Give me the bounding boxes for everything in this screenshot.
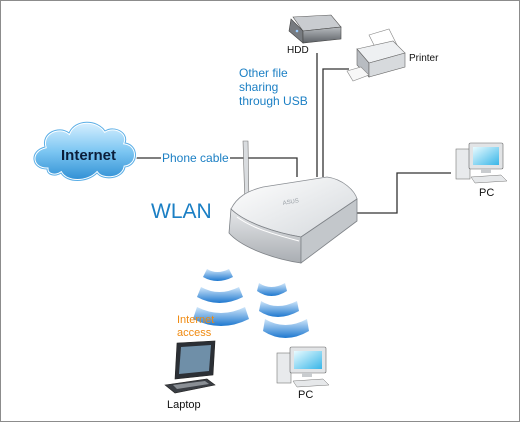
pc-bottom-label: PC (298, 389, 314, 401)
printer-output-tray (346, 66, 370, 82)
hdd-side (302, 26, 342, 44)
pc-bottom-screen (294, 351, 322, 369)
wlan-label: WLAN (151, 200, 212, 223)
router-edge-highlight (236, 216, 300, 242)
wifi-arc-left-3 (193, 307, 249, 326)
laptop-device (164, 340, 216, 394)
wifi-arc-right-1 (257, 283, 287, 296)
pc-bottom-stand (302, 373, 312, 377)
internet-access-line-2: access (177, 326, 212, 339)
laptop-label: Laptop (167, 399, 201, 411)
usb-sharing-line-2: sharing (239, 79, 279, 94)
wifi-arc-left-1 (203, 269, 233, 281)
hdd-label: HDD (287, 45, 309, 56)
phone-cable-label: Phone cable (161, 151, 230, 166)
usb-sharing-label: Other file sharing through USB (239, 66, 308, 108)
printer-cable-line (322, 68, 349, 177)
wifi-arc-left-2 (197, 287, 243, 303)
hdd-led (295, 29, 299, 33)
pc-bottom-tower (276, 352, 292, 384)
wifi-waves-left (193, 269, 249, 326)
pc-right-stand (481, 169, 491, 173)
cloud-outline (33, 121, 136, 181)
internet-access-line-1: Internet (177, 314, 215, 326)
wifi-waves-right (257, 283, 309, 338)
printer-body-side (368, 52, 406, 78)
laptop-keyboard (173, 381, 209, 389)
wireless-router: ASUS (228, 140, 358, 264)
pc-right-screen (473, 147, 499, 165)
internet-label: Internet (61, 147, 117, 164)
internet-access-label: Internet access (177, 314, 214, 339)
pc-right-device (455, 142, 508, 184)
printer-label: Printer (409, 53, 439, 64)
usb-sharing-line-3: through USB (239, 93, 308, 108)
pc-right-tower (455, 148, 471, 180)
wifi-arc-right-3 (263, 319, 309, 338)
usb-sharing-line-1: Other file (239, 66, 288, 80)
printer-device (346, 28, 406, 82)
laptop-screen (179, 345, 211, 374)
pc-right-keyboard (470, 174, 508, 184)
router-side (300, 198, 358, 264)
pc-bottom-device (276, 346, 330, 388)
router-brand-logo: ASUS (282, 198, 299, 207)
internet-cloud (32, 120, 137, 182)
pc-right-label: PC (479, 187, 495, 199)
wifi-arc-right-2 (259, 301, 299, 317)
pc-right-cable-line (341, 172, 451, 214)
pc-bottom-keyboard (292, 378, 330, 388)
hdd-device (288, 14, 342, 44)
